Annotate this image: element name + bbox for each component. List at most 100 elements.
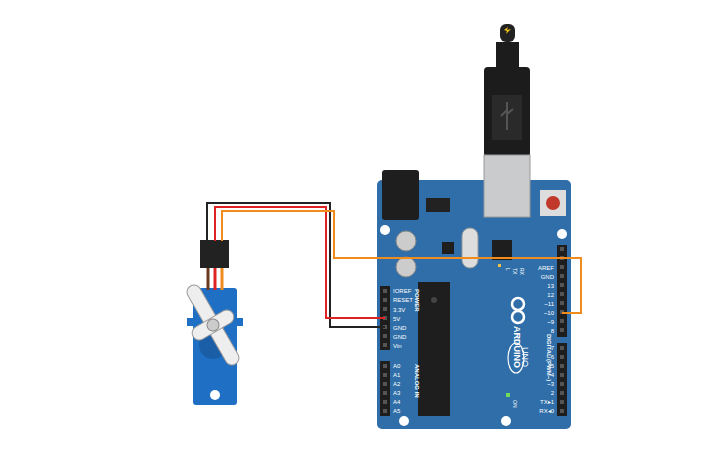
board-heading: POWER [414,289,420,312]
capacitor [396,257,416,277]
board-heading: DIGITAL (PWM~) [546,334,552,381]
usb-plug [484,67,530,157]
capacitor [396,231,416,251]
pin [383,298,387,302]
pin [560,373,564,377]
logo [512,311,524,323]
reset-button [540,190,566,216]
pin [383,343,387,347]
pin-label: 2 [551,390,554,396]
usb-plug-face [492,95,522,140]
cable-tip [500,24,515,42]
pin-label: AREF [538,265,554,271]
mount-hole [399,416,409,426]
pin-label: A1 [393,372,400,378]
led [498,264,501,267]
pin [383,289,387,293]
pin [383,409,387,413]
pin [560,283,564,287]
pin-label: 5V [393,316,400,322]
pin [560,292,564,296]
pin [383,373,387,377]
pin-label: GND [393,334,406,340]
pin [560,355,564,359]
header-pins [383,247,564,413]
pin [560,265,564,269]
chip-dot [431,297,437,303]
pin [560,247,564,251]
board-heading: RX [519,268,524,275]
pin [560,364,564,368]
usb-symbol [501,102,513,130]
pin-label: A5 [393,408,400,414]
pin-label: GND [393,325,406,331]
lead-red [214,268,217,290]
pin-label: RESET [393,297,413,303]
mount-hole [501,416,511,426]
pin [560,382,564,386]
cable [496,42,519,67]
logo [512,298,524,310]
pin [383,364,387,368]
reset-cap [546,196,560,210]
pin [383,391,387,395]
pin [560,409,564,413]
pin-label: ~10 [544,310,554,316]
servo-connector [200,240,229,268]
analog-header [380,361,390,416]
pin [560,274,564,278]
board-heading: TX [512,268,517,274]
board-heading: ON [512,400,517,408]
pin-label: ~3 [547,381,554,387]
board-heading: L [505,268,510,271]
pin [560,301,564,305]
wire-5v [215,207,385,318]
wire-signal [222,211,581,313]
on-led [506,393,510,397]
board-heading: UNO [520,347,529,367]
pin [383,307,387,311]
pin [383,334,387,338]
lead-brown [207,268,210,290]
power-jack [382,170,419,220]
pin-label: 3.3V [393,307,405,313]
pin-label: IOREF [393,288,411,294]
servo-horn [171,275,256,376]
board-heading: ANALOG IN [414,364,420,398]
pin [560,400,564,404]
servo-leads [208,268,222,290]
wire-gnd [207,203,385,327]
pin-label: GND [541,274,554,280]
pin-label: A4 [393,399,400,405]
crystal [462,228,478,268]
pin-label: A3 [393,390,400,396]
usb-socket [484,155,530,217]
lead-orange [221,268,224,290]
chip-small [442,242,454,254]
pin-label: TX▸1 [540,399,554,405]
pin [560,346,564,350]
pin [383,400,387,404]
mount-hole [380,225,390,235]
servo-hole [210,390,220,400]
pin [383,382,387,386]
pin [560,319,564,323]
pin-label: ~9 [547,319,554,325]
pin-label: A2 [393,381,400,387]
power-icon [504,27,511,34]
pin-label: A0 [393,363,400,369]
board-heading: ARDUINO [512,326,521,368]
atmega-chip [418,282,450,416]
pin [560,391,564,395]
pin-label: 13 [547,283,554,289]
regulator [426,198,450,212]
pin-label: 8 [551,328,554,334]
digital-header [557,343,567,416]
pin-label: ~11 [544,301,554,307]
mount-hole [557,229,567,239]
pin-label: 12 [547,292,554,298]
pin-label: Vin [393,343,402,349]
pin [560,328,564,332]
pin-label: RX◂0 [539,408,554,414]
